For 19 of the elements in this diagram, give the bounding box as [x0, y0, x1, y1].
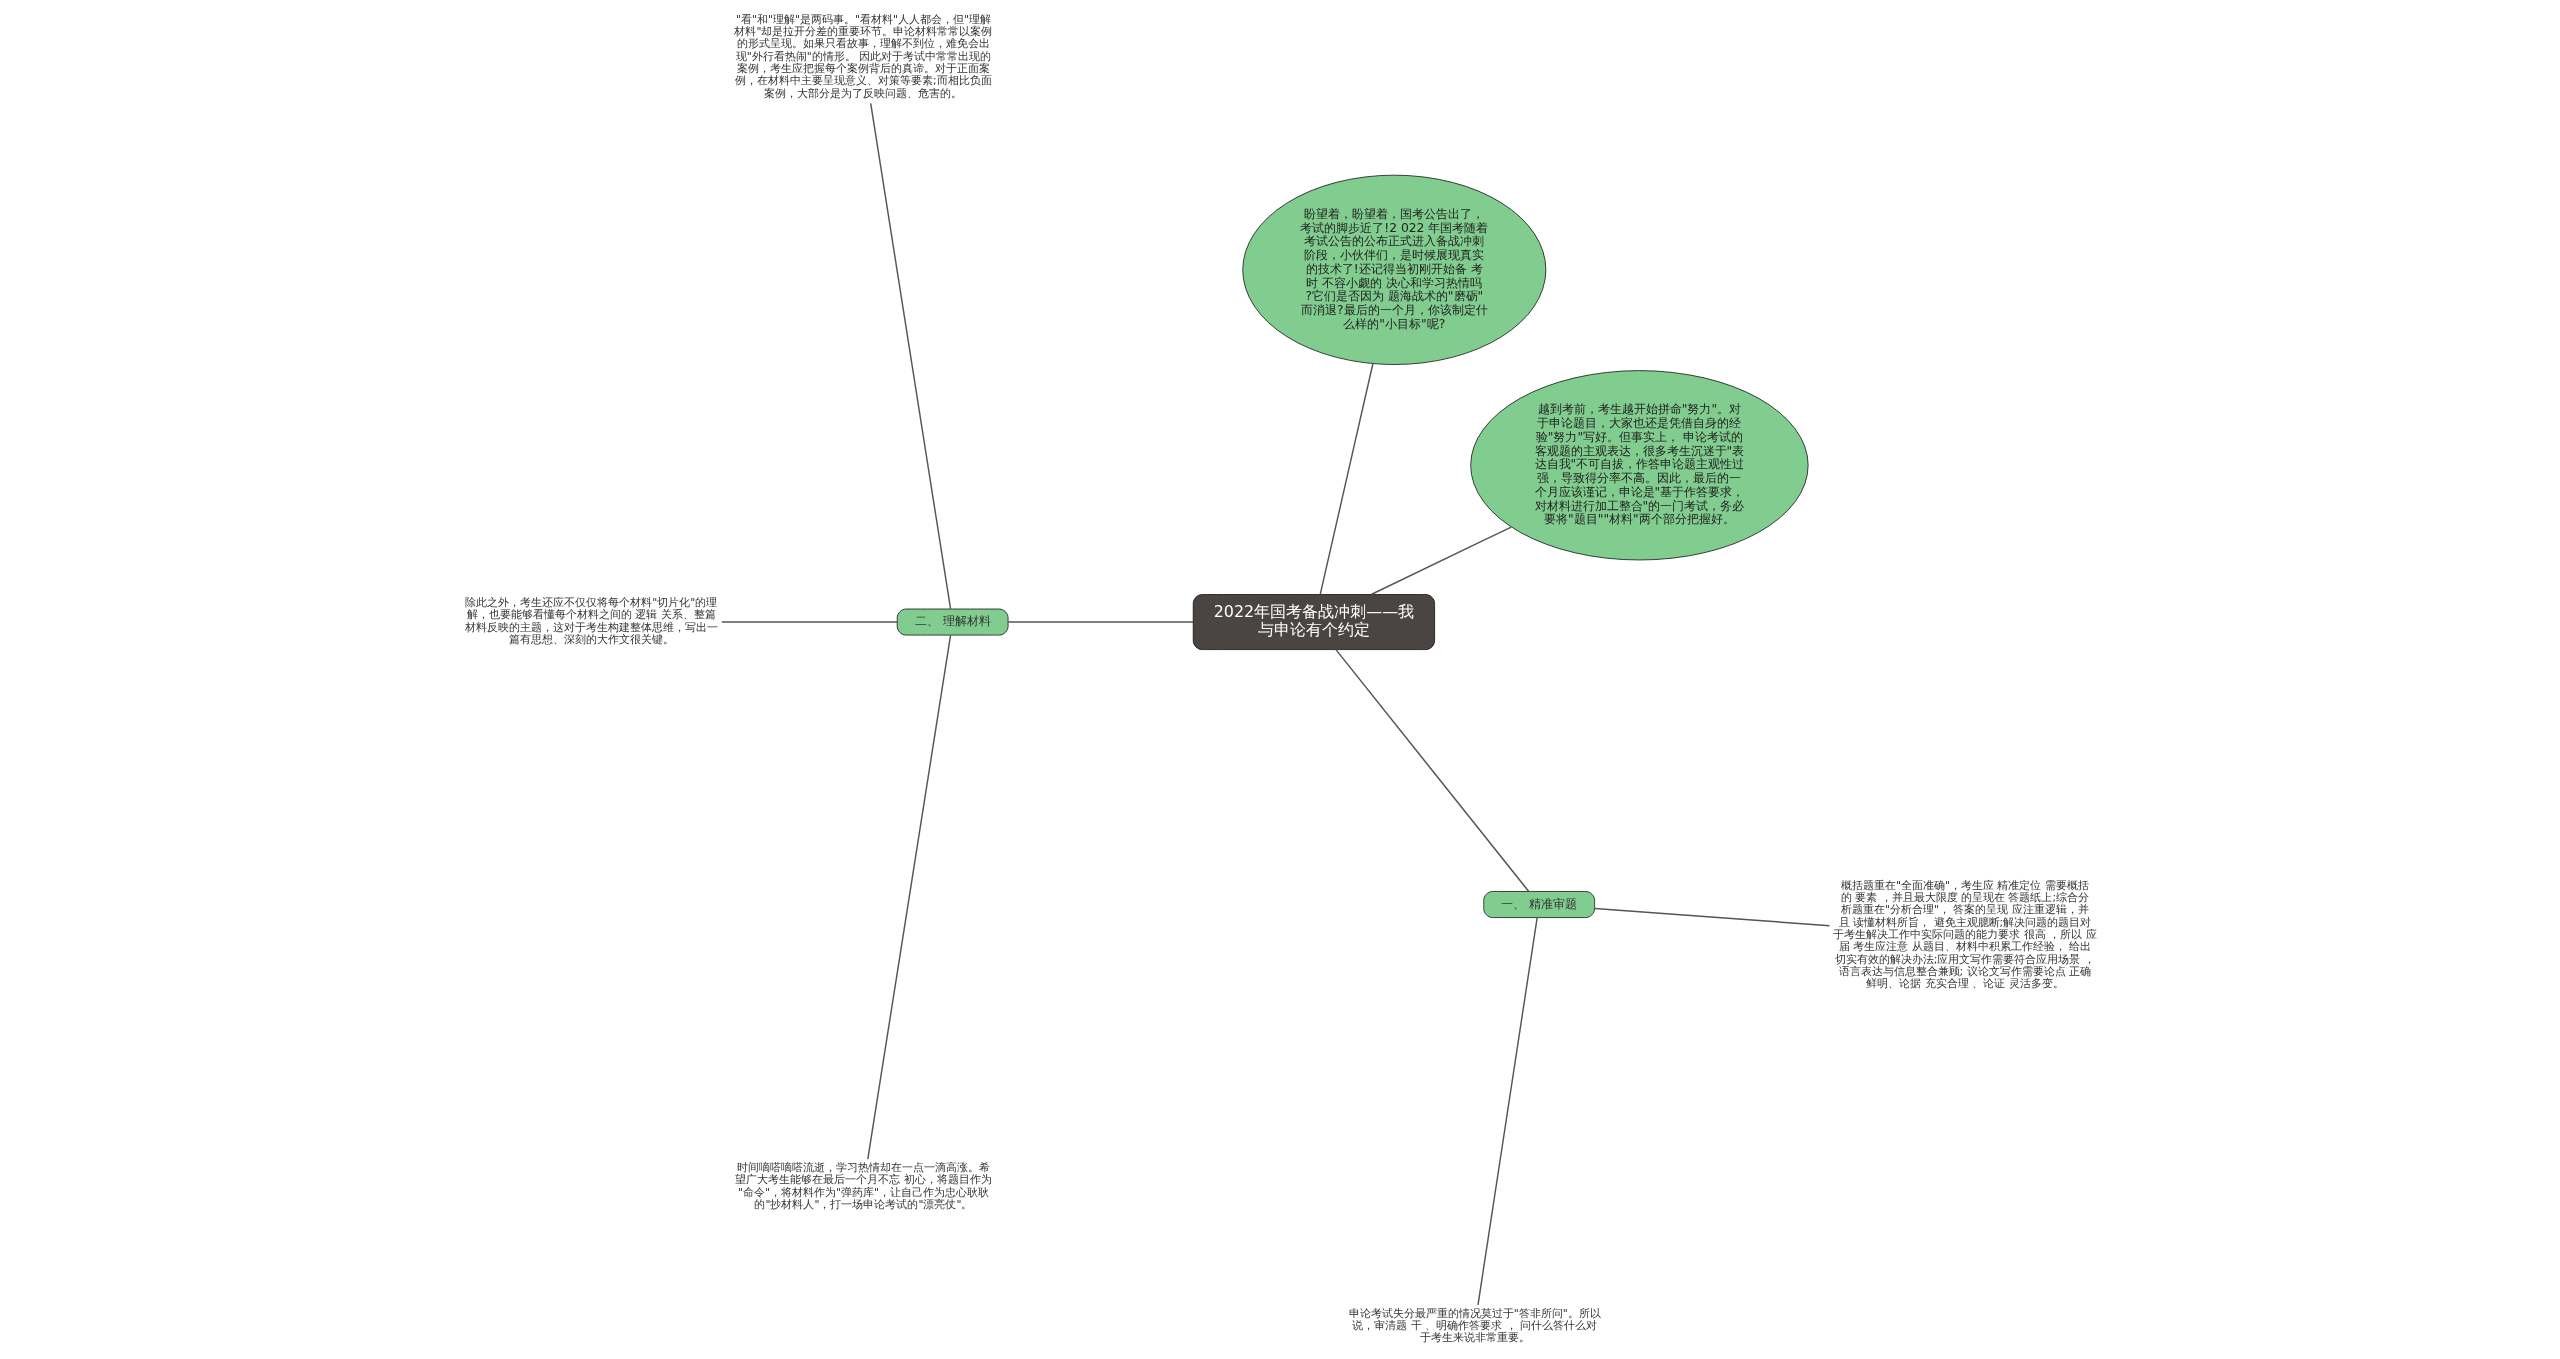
- node-box: 一、 精准审题: [1482, 891, 1595, 918]
- node-text: 时间嘀嗒嘀嗒流逝，学习热情却在一点一滴高涨。希望广大考生能够在最后一个月不忘 初心，将题目作为"命令"，将材料作为"弹药库"，让自己作为忠心耿耿的"抄材料人"，打一场申论考试的"漂亮仗"。: [734, 1161, 992, 1211]
- node-text: 除此之外，考生还应不仅仅将每个材料"切片化"的理解，也要能够看懂每个材料之间的 逻辑 关系、整篇材料反映的主题，这对于考生构建整体思维，写出一篇有思想、深刻的大作文很关键。: [464, 596, 718, 647]
- connector: [1334, 648, 1529, 892]
- node-ellipse: 越到考前，考生越开始拼命"努力"。对于申论题目，大家也还是凭借自身的经验"努力"写好。但事实上， 申论考试的客观题的主观表达，很多考生沉迷于"表达自我"不可自拔，作答申论题主观性过强，导致得分率不高。因此，最后的一个月应该谨记，申论是"基于作答要求，对材料进行加工整合"的一门考试，务必要将"题目""材料"两个部分把握好。: [1469, 370, 1808, 561]
- connector: [1476, 916, 1538, 1306]
- connector: [869, 102, 951, 610]
- connector: [1319, 363, 1374, 596]
- node-box: 2022年国考备战冲刺——我与申论有个约定: [1192, 594, 1435, 650]
- node-text: 申论考试失分最严重的情况莫过于"答非所问"。所以说，审清题 干 、明确作答要求 ， 问什么答什么对于考生来说非常重要。: [1348, 1306, 1601, 1345]
- connector: [866, 634, 951, 1160]
- connector: [1369, 526, 1512, 596]
- node-text: "看"和"理解"是两码事。"看材料"人人都会，但"理解材料"却是拉开分差的重要环节。申论材料常常以案例的形式呈现。如果只看故事，理解不到位，难免会出现"外行看热闹"的情形。 因此对于考试中常常出现的案例，考生应把握每个案例背后的真谛。对于正面案例，在材料中主要呈现意义、对策等要素;而相比负面案例，大部分是为了反映问题、危害的。: [733, 12, 992, 100]
- node-text: 概括题重在"全面准确"，考生应 精准定位 需要概括的 要素 ，并且最大限度 的呈现在 答题纸上;综合分析题重在"分析合理"， 答案的呈现 应注重逻辑，并且 读懂材料所旨， 避免主观臆断;解决问题的题目对于考生解决工作中实际问题的能力要求 很高 ，所以 应届 考生应注意 从题目、材料中积累工作经验， 给出切实有效的解决办法;应用文写作需要符合应用场景 ，语言表达与信息整合兼顾; 议论文写作需要论点 正确鲜明、论据 充实合理 、论证 灵活多变。: [1832, 878, 2097, 991]
- node-box: 二、 理解材料: [896, 608, 1008, 636]
- connector: [720, 621, 898, 623]
- node-ellipse: 盼望着，盼望着，国考公告出了，考试的脚步近了!2 022 年国考随着考试公告的公布正式进入备战冲刺阶段，小伙伴们，是时候展现真实的技术了!还记得当初刚开始备 考时 不容小觑的 决心和学习热情吗?它们是否因为 题海战术的"磨砺"而消退?最后的一个月，你该制定什么样的"小目标"呢?: [1241, 174, 1546, 365]
- connector: [1593, 907, 1830, 927]
- connector: [1006, 621, 1194, 623]
